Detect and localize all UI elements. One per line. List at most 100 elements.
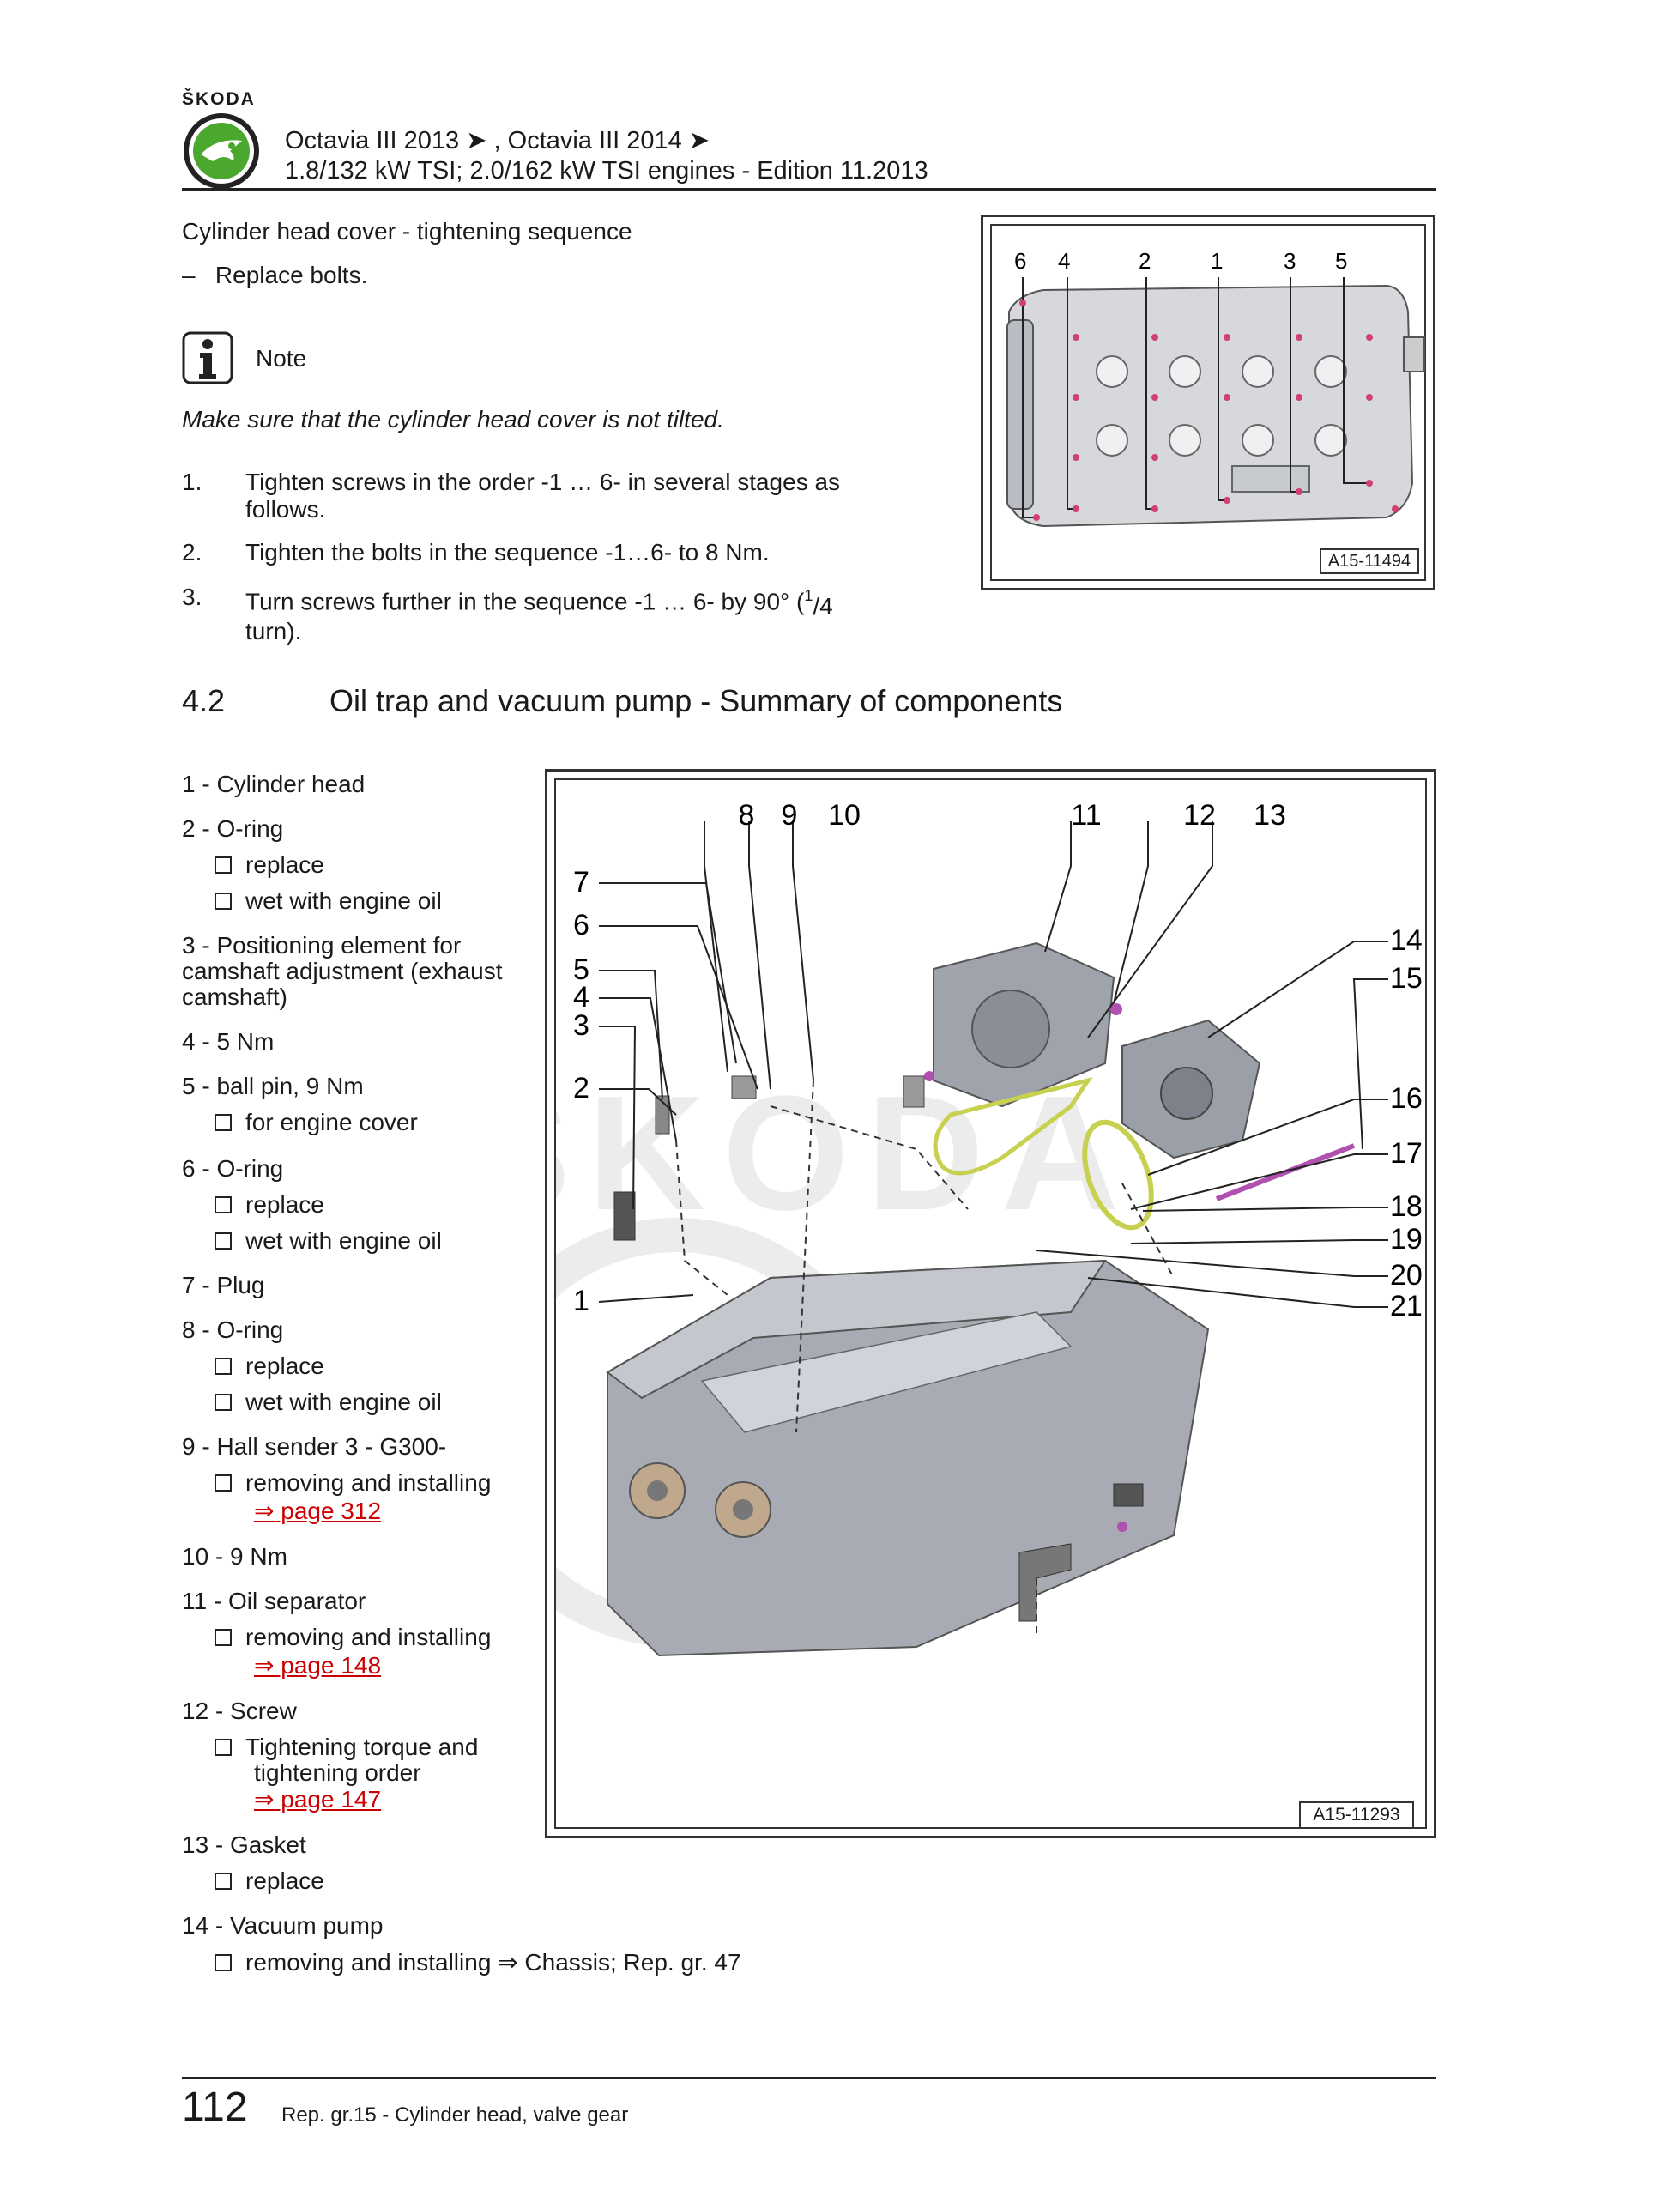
checkbox-bullet-icon [215,856,232,874]
list-subitem: removing and installing ⇒ Chassis; Rep. … [215,1948,741,1976]
callout-17: 17 [1390,1137,1423,1170]
checkbox-bullet-icon [215,1873,232,1890]
callout-6: 6 [573,909,589,941]
list-subitem: for engine cover [215,1109,418,1136]
step-text: Tighten the bolts in the sequence -1…6- … [245,539,770,566]
list-item: 7 - Plug [182,1272,265,1298]
checkbox-bullet-icon [215,1394,232,1411]
note-text: Make sure that the cylinder head cover i… [182,406,724,433]
figure-label: 4 [1058,248,1070,274]
checkbox-bullet-icon [215,1358,232,1375]
step-text: Turn screws further in the sequence -1 …… [245,587,833,620]
list-item: 13 - Gasket [182,1831,306,1858]
note-label: Note [256,345,307,372]
list-item: 11 - Oil separator [182,1588,366,1614]
list-subitem: replace [215,1191,324,1219]
dash-item-text: Replace bolts. [215,262,368,288]
figure-label: 6 [1014,248,1026,274]
list-subitem: wet with engine oil [215,1227,442,1255]
figure-label: 3 [1284,248,1296,274]
checkbox-bullet-icon [215,1232,232,1250]
figure-components: ŠKODA [462,769,1436,1838]
figure-code: A15-11494 [1320,548,1419,574]
list-item: 8 - O-ring [182,1316,284,1343]
footer-rule [182,2077,1436,2079]
checkbox-bullet-icon [215,1474,232,1492]
callout-3: 3 [573,1009,589,1042]
callout-12: 12 [1183,799,1216,832]
list-subitem: wet with engine oil [215,1389,442,1416]
header-engine-line: 1.8/132 kW TSI; 2.0/162 kW TSI engines -… [285,157,928,185]
list-subitem-cont: tightening order [254,1759,421,1786]
list-item: 2 - O-ring [182,815,284,842]
list-subitem: replace [215,851,324,879]
callout-7: 7 [573,866,589,899]
note-icon [182,331,233,384]
section-heading-tightening: Cylinder head cover - tightening sequenc… [182,218,632,245]
figure-label: 1 [1211,248,1223,274]
list-subitem: wet with engine oil [215,887,442,915]
checkbox-bullet-icon [215,1629,232,1646]
page-link[interactable]: ⇒ page 312 [254,1498,382,1524]
callout-13: 13 [1254,799,1286,832]
footer-text: Rep. gr.15 - Cylinder head, valve gear [281,2103,629,2127]
step-text-cont: follows. [245,496,326,523]
figure-code: A15-11293 [1299,1801,1414,1829]
callout-4: 4 [573,981,589,1014]
page-link[interactable]: ⇒ page 148 [254,1652,382,1679]
list-subitem: replace [215,1353,324,1380]
callout-19: 19 [1390,1223,1423,1256]
header-rule [182,188,1436,191]
callout-18: 18 [1390,1190,1423,1223]
figure-cover-tightening: 6 4 2 1 3 5 [981,215,1435,590]
list-subitem: removing and installing [215,1624,491,1651]
list-item-cont: camshaft adjustment (exhaust [182,958,503,984]
list-subitem: replace [215,1867,324,1895]
skoda-logo-icon [184,113,259,189]
callout-2: 2 [573,1072,589,1105]
callout-5: 5 [573,953,589,986]
callout-14: 14 [1390,924,1423,957]
list-subitem: Tightening torque and [215,1734,478,1761]
step-number: 3. [182,584,202,610]
list-item: 6 - O-ring [182,1155,284,1182]
callout-16: 16 [1390,1082,1423,1115]
section-number: 4.2 [182,683,226,718]
page-number: 112 [182,2085,248,2130]
list-item: 10 - 9 Nm [182,1543,287,1570]
callout-15: 15 [1390,962,1423,995]
checkbox-bullet-icon [215,1196,232,1213]
callout-21: 21 [1390,1290,1423,1322]
list-subitem: removing and installing [215,1469,491,1497]
list-item: 4 - 5 Nm [182,1028,275,1055]
list-item: 9 - Hall sender 3 - G300- [182,1433,447,1460]
callout-1: 1 [573,1285,589,1317]
callout-10: 10 [828,799,861,832]
callout-11: 11 [1071,799,1101,832]
step-number: 1. [182,469,202,495]
cylinder-head-cover-drawing: 6 4 2 1 3 5 [1006,248,1425,528]
step-number: 2. [182,539,202,566]
list-item: 14 - Vacuum pump [182,1912,384,1939]
brand-name: ŠKODA [182,89,256,109]
list-item: 5 - ball pin, 9 Nm [182,1073,364,1099]
list-item: 1 - Cylinder head [182,771,366,797]
callout-9: 9 [782,799,798,832]
step-text: Tighten screws in the order -1 … 6- in s… [245,469,841,495]
figure-label: 5 [1335,248,1347,274]
list-item-cont: camshaft) [182,984,287,1010]
figure-label: 2 [1139,248,1151,274]
list-item: 3 - Positioning element for [182,932,462,959]
callout-8: 8 [739,799,755,832]
checkbox-bullet-icon [215,1114,232,1131]
list-item: 12 - Screw [182,1698,297,1724]
checkbox-bullet-icon [215,1954,232,1971]
dash-item: – Replace bolts. [182,262,368,288]
exploded-view-drawing: ŠKODA [462,799,1423,1657]
section-title: Oil trap and vacuum pump - Summary of co… [329,683,1063,718]
callout-20: 20 [1390,1259,1423,1292]
page-link[interactable]: ⇒ page 147 [254,1786,382,1813]
step-text-cont: turn). [245,618,302,645]
checkbox-bullet-icon [215,893,232,910]
header-model-line: Octavia III 2013 ➤ , Octavia III 2014 ➤ [285,127,710,154]
